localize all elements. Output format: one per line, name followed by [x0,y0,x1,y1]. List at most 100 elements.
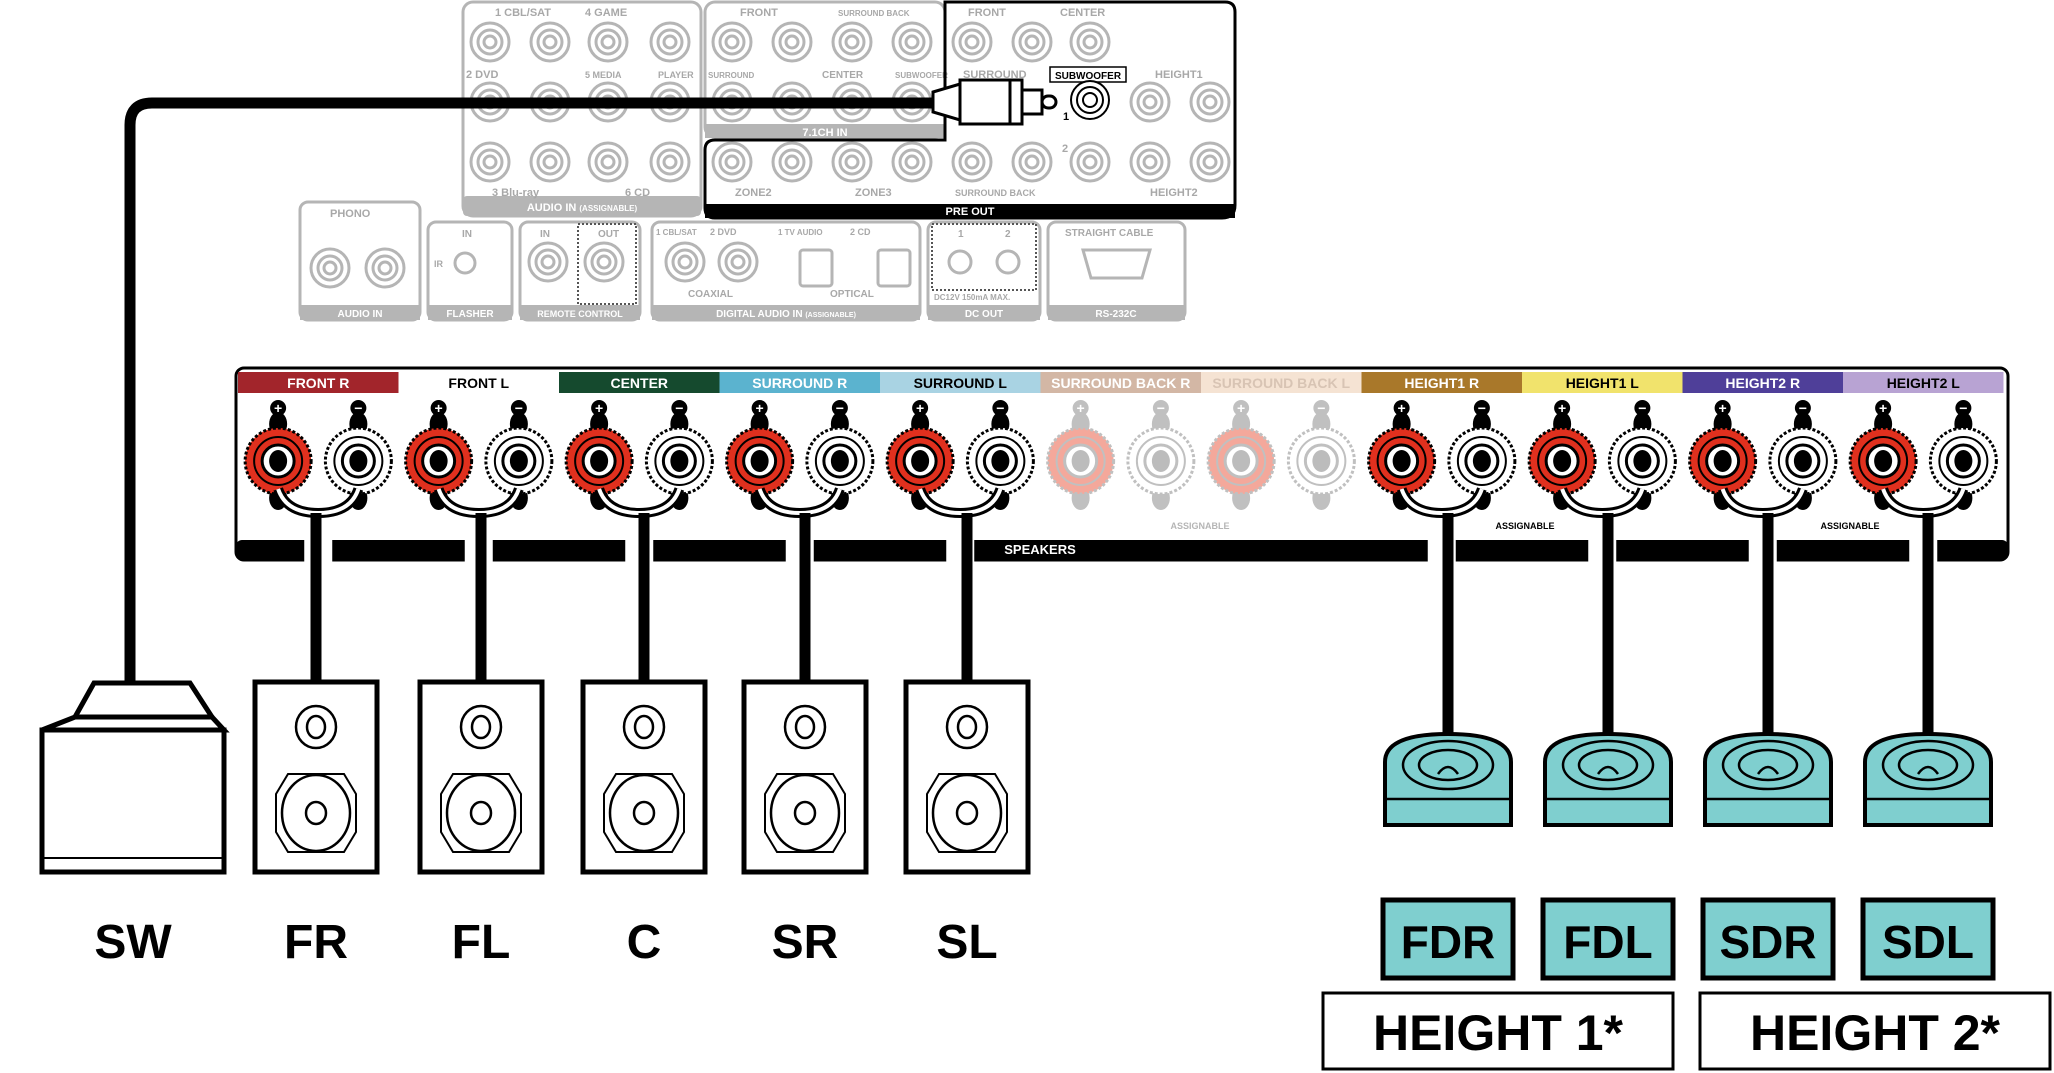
input-label: 3 Blu-ray [492,187,540,199]
jack-ring [1196,148,1224,176]
rca-jack [717,241,759,283]
speaker-terminal-plus[interactable]: + [1367,400,1437,510]
badge-label: SDL [1882,916,1974,968]
terminal-hole [1232,450,1251,472]
output-label: HEIGHT1 [1155,69,1203,81]
speaker-label-sr: SR [772,916,839,969]
speaker-cables [273,487,1969,737]
height-group-label: HEIGHT 1* [1373,1005,1624,1061]
jack-center [724,154,740,170]
rca-jack [664,241,706,283]
speaker-label-c: C [627,916,662,969]
panel-label: OUT [598,229,619,240]
channel-label: SURROUND L [914,375,1008,391]
terminal-hole [1954,450,1973,472]
driver-cone [1577,748,1639,782]
channel-header-height2-l: HEIGHT2 L [1843,372,2004,393]
badge-label: SDR [1719,916,1816,968]
speaker-terminal-plus[interactable]: + [1046,400,1116,510]
terminal-hole [1793,450,1812,472]
jack-ring [476,148,504,176]
woofer-icon [280,773,352,853]
speaker-terminal-minus[interactable]: − [1447,400,1517,510]
speaker-terminal-plus[interactable]: + [1848,400,1918,510]
speaker-terminal-minus[interactable]: − [1286,400,1356,510]
panel-title: REMOTE CONTROL [537,309,623,319]
channel-label: FRONT R [287,375,349,391]
plus-sign: + [1558,400,1566,416]
speaker-cabinet [903,679,1031,875]
woofer-icon [931,773,1003,853]
speaker-terminal-plus[interactable]: + [564,400,634,510]
driver-dome [1436,765,1460,775]
rca-jack [1129,141,1171,183]
jack-center [904,154,920,170]
jack-ring [594,148,622,176]
speaker-cabinet [417,679,545,875]
woofer-icon [608,773,680,853]
minus-sign: − [1959,400,1967,416]
rca-jack [469,21,511,63]
rca-jack [583,241,625,283]
plus-sign: + [1077,400,1085,416]
phono-panel: AUDIO IN PHONO [298,200,422,322]
speaker-cabinet [580,679,708,875]
panel-label: 2 [1005,229,1011,240]
minus-icon [1634,400,1651,416]
height-group-box [1698,991,2052,1071]
jack-ring [534,248,562,276]
panel-label: 2 CD [850,227,871,237]
plus-icon [1393,400,1410,416]
speaker-terminal-minus[interactable]: − [1768,400,1838,510]
speakers-footer-label: SPEAKERS [1004,542,1076,557]
panel-title: DIGITAL AUDIO IN (ASSIGNABLE) [716,309,856,320]
woofer-center [304,800,328,826]
jack-center [1024,34,1040,50]
speaker-label-fl: FL [452,916,511,969]
panel-label: OPTICAL [830,289,874,300]
input-label: FRONT [740,7,778,19]
jack-center [844,34,860,50]
subwoofer-edge [41,714,230,733]
speaker-terminal-minus[interactable]: − [1126,400,1196,510]
woofer-center [955,800,979,826]
woofer-frame [603,773,685,853]
plus-sign: + [1237,400,1245,416]
subwoofer-out-jack-1[interactable] [1070,80,1110,120]
minus-sign: − [1157,400,1165,416]
panel-title: RS-232C [1095,309,1136,320]
minus-icon [1313,400,1330,416]
plus-icon [270,400,287,416]
minus-sign: − [1799,400,1807,416]
speaker-label-sl: SL [936,916,997,969]
terminal-hole [830,450,849,472]
speaker-terminal-plus[interactable]: + [1206,400,1276,510]
rca-jack [891,21,933,63]
jack-ring [371,254,399,282]
cable-split-inner [918,488,1003,516]
rca-jack [951,21,993,63]
jack-center [1142,94,1158,110]
jack-ring [1018,28,1046,56]
woofer-center [793,800,817,826]
plus-icon [1554,400,1571,416]
height-module-sdl [1863,731,1993,827]
jack-center [1024,154,1040,170]
speaker-terminal-minus[interactable]: − [1928,400,1998,510]
speakers [39,679,1993,875]
rca-jack [649,141,691,183]
channel-color-bar [880,372,1041,393]
input-label: 2 DVD [466,69,498,81]
speaker-terminal-plus[interactable]: + [1688,400,1758,510]
jack-ring [778,148,806,176]
channel-color-bar [1361,372,1522,393]
jack-ring [1136,88,1164,116]
speaker-terminal-minus[interactable]: − [644,400,714,510]
minus-icon [1152,400,1169,416]
plus-sign: + [435,400,443,416]
channel-label: HEIGHT2 L [1887,375,1961,391]
rca-jack [649,21,691,63]
speaker-terminal-plus[interactable]: + [885,400,955,510]
speaker-terminal-plus[interactable]: + [1527,400,1597,510]
jack-ring [316,254,344,282]
